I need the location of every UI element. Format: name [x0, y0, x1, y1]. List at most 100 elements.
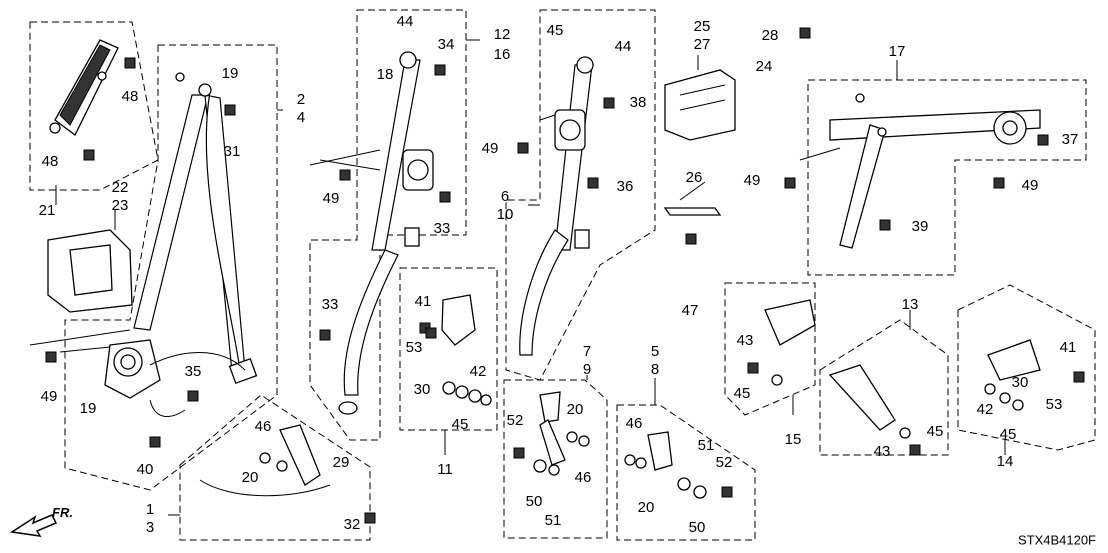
buckle-14 [984, 339, 1041, 411]
part-labels: 1 2 3 4 5 6 7 8 9 10 11 12 13 14 15 16 1… [39, 13, 1079, 536]
label-40: 40 [137, 461, 154, 478]
label-10: 10 [497, 206, 514, 223]
label-7: 7 [583, 343, 591, 360]
label-26: 26 [686, 169, 703, 186]
buckle-11 [441, 294, 492, 406]
label-8: 8 [651, 361, 659, 378]
label-51b: 51 [698, 437, 715, 454]
diagram-code: STX4B4120F [1018, 532, 1096, 547]
label-6: 6 [501, 188, 509, 205]
label-20c: 20 [638, 499, 655, 516]
label-44b: 44 [615, 38, 632, 55]
label-27: 27 [694, 36, 711, 53]
label-31: 31 [224, 143, 241, 160]
label-52a: 52 [507, 412, 524, 429]
side-trim [664, 69, 736, 141]
label-12: 12 [494, 26, 511, 43]
label-28: 28 [762, 27, 779, 44]
label-47: 47 [682, 302, 699, 319]
label-49b: 49 [482, 140, 499, 157]
label-42a: 42 [470, 363, 487, 380]
label-51a: 51 [545, 512, 562, 529]
buckle-15 [764, 299, 816, 386]
label-9: 9 [583, 361, 591, 378]
label-29: 29 [333, 454, 350, 471]
label-17: 17 [889, 43, 906, 60]
label-41a: 41 [415, 293, 432, 310]
front-belt-assembly [104, 72, 258, 418]
label-43a: 43 [737, 332, 754, 349]
label-48b: 48 [42, 153, 59, 170]
label-43b: 43 [874, 443, 891, 460]
label-21: 21 [39, 202, 56, 219]
label-22: 22 [112, 179, 129, 196]
label-19a: 19 [222, 65, 239, 82]
label-42b: 42 [977, 401, 994, 418]
label-49d: 49 [1022, 177, 1039, 194]
label-33a: 33 [434, 220, 451, 237]
label-45d: 45 [927, 423, 944, 440]
label-33b: 33 [322, 296, 339, 313]
label-45e: 45 [1000, 426, 1017, 443]
direction-label: FR. [52, 505, 73, 520]
label-39: 39 [912, 218, 929, 235]
label-46b: 46 [575, 469, 592, 486]
label-16: 16 [494, 46, 511, 63]
label-35: 35 [185, 363, 202, 380]
label-2: 2 [297, 91, 305, 108]
label-23: 23 [112, 197, 129, 214]
buckle-5-8 [624, 431, 707, 499]
label-45b: 45 [452, 416, 469, 433]
buckle-7-9 [533, 391, 590, 476]
label-15: 15 [785, 431, 802, 448]
label-38: 38 [630, 94, 647, 111]
label-25: 25 [694, 18, 711, 35]
rear-side-belt-assembly [519, 56, 594, 356]
label-18: 18 [377, 66, 394, 83]
pillar-trim [49, 39, 119, 136]
label-30a: 30 [414, 381, 431, 398]
label-34: 34 [438, 36, 455, 53]
label-52b: 52 [716, 454, 733, 471]
label-46a: 46 [255, 418, 272, 435]
label-19b: 19 [80, 400, 97, 417]
label-45a: 45 [547, 22, 564, 39]
label-45c: 45 [734, 385, 751, 402]
label-36: 36 [617, 178, 634, 195]
label-24: 24 [756, 58, 773, 75]
label-44a: 44 [397, 13, 414, 30]
label-5: 5 [651, 343, 659, 360]
label-46c: 46 [626, 415, 643, 432]
label-49e: 49 [41, 388, 58, 405]
label-32: 32 [344, 516, 361, 533]
buckle-13 [828, 364, 911, 439]
label-13: 13 [902, 296, 919, 313]
label-20b: 20 [567, 401, 584, 418]
label-4: 4 [297, 109, 305, 126]
label-49a: 49 [323, 190, 340, 207]
label-53a: 53 [406, 339, 423, 356]
label-11: 11 [437, 461, 453, 478]
buckle-1-3 [199, 424, 331, 497]
label-53b: 53 [1046, 396, 1063, 413]
label-37: 37 [1062, 131, 1079, 148]
label-3: 3 [146, 519, 154, 536]
front-direction-arrow: FR. [9, 505, 73, 537]
label-30b: 30 [1012, 374, 1029, 391]
bolts [45, 27, 1085, 524]
bracket-26 [663, 207, 722, 216]
rear-center-retractor [829, 93, 1041, 249]
label-49c: 49 [744, 172, 761, 189]
retractor-cover [47, 229, 133, 313]
group-outlines [29, 9, 1096, 541]
label-41b: 41 [1060, 339, 1077, 356]
label-48a: 48 [122, 88, 139, 105]
leader-lines [29, 39, 1006, 516]
label-50b: 50 [689, 519, 706, 536]
label-50a: 50 [526, 493, 543, 510]
middle-belt-assembly [338, 51, 434, 415]
label-1: 1 [146, 501, 154, 518]
label-20a: 20 [242, 469, 259, 486]
label-14: 14 [997, 453, 1014, 470]
